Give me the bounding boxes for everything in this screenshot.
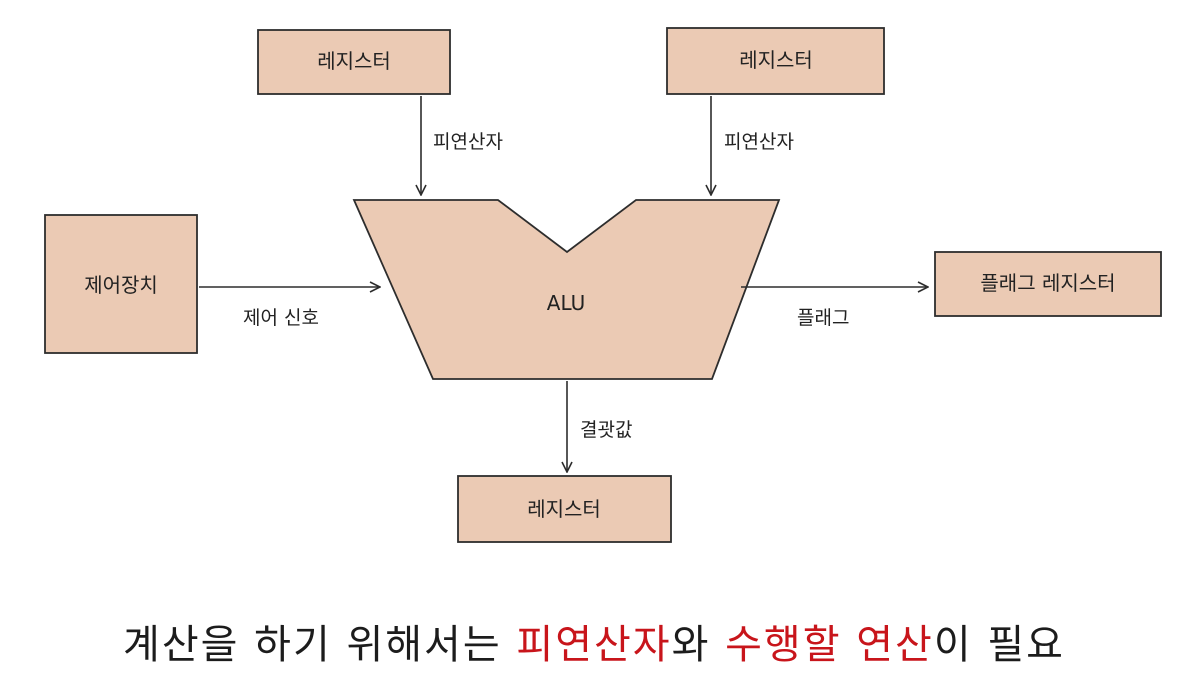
alu-label: ALU <box>547 291 585 315</box>
register-top-left: 레지스터 <box>257 29 451 95</box>
register-top-right-label: 레지스터 <box>739 48 813 72</box>
register-bottom: 레지스터 <box>457 475 672 543</box>
flag-register-box: 플래그 레지스터 <box>934 251 1162 317</box>
register-top-left-label: 레지스터 <box>317 49 391 73</box>
operand-left-label: 피연산자 <box>433 131 503 153</box>
control-unit-label: 제어장치 <box>84 273 158 297</box>
control-unit-box: 제어장치 <box>44 214 198 354</box>
subtitle-part-3: 이 필요 <box>933 622 1065 668</box>
register-bottom-label: 레지스터 <box>527 497 601 521</box>
flag-label: 플래그 <box>797 307 849 329</box>
subtitle-caption: 계산을 하기 위해서는 피연산자와 수행할 연산이 필요 <box>0 612 1188 670</box>
alu-shape: ALU <box>352 199 781 380</box>
subtitle-part-1: 계산을 하기 위해서는 <box>123 622 517 668</box>
result-label: 결괏값 <box>580 419 632 441</box>
register-top-right: 레지스터 <box>666 27 885 95</box>
subtitle-highlight-operation: 수행할 연산 <box>725 622 934 668</box>
flag-register-label: 플래그 레지스터 <box>980 271 1115 295</box>
subtitle-part-2: 와 <box>671 622 726 668</box>
subtitle-highlight-operand: 피연산자 <box>516 622 672 668</box>
operand-right-label: 피연산자 <box>724 131 794 153</box>
control-signal-label: 제어 신호 <box>243 307 319 329</box>
